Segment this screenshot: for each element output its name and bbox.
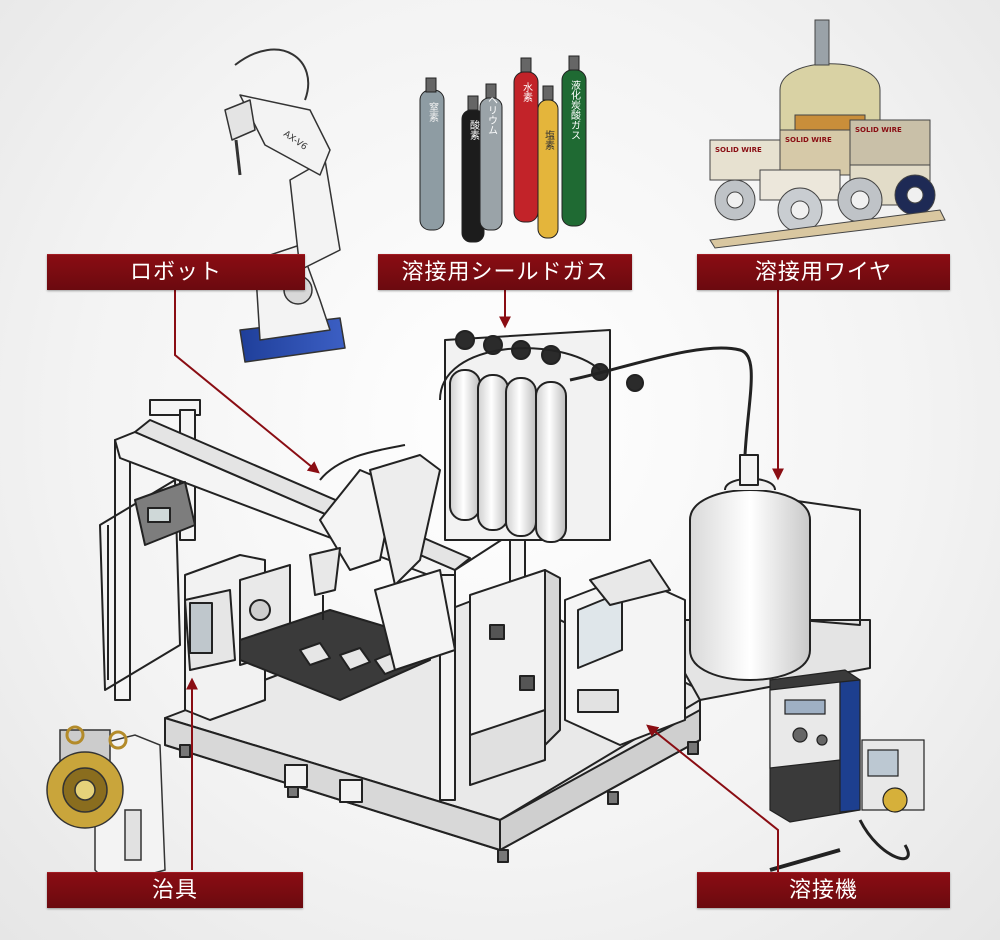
- label-welder-text: 溶接機: [788, 878, 858, 903]
- label-wire: 溶接用ワイヤ: [697, 254, 950, 290]
- gas-label-chlorine: 塩素: [543, 129, 555, 150]
- wire-drum: [654, 454, 871, 701]
- welding-machine-product: [769, 669, 925, 872]
- welding-wire-products: SOLID WIRE SOLID WIRE SOLID WIRE: [709, 19, 946, 249]
- arrow-robot: [174, 290, 320, 474]
- welding-cell: [99, 329, 871, 863]
- label-jig: 治具: [47, 872, 303, 908]
- label-shield-gas-text: 溶接用シールドガス: [401, 260, 609, 285]
- shield-gas-cylinders: 窒素 酸素 ヘリウム 水素 塩素 液化炭酸ガス: [419, 55, 587, 243]
- wire-box-text-2: SOLID WIRE: [785, 136, 832, 144]
- label-robot-text: ロボット: [129, 260, 222, 285]
- jig-positioner-product: [46, 725, 166, 886]
- wire-box-text-3: SOLID WIRE: [855, 126, 902, 134]
- label-robot: ロボット: [47, 254, 305, 290]
- gas-label-nitrogen: 窒素: [427, 101, 439, 122]
- callout-arrows: [174, 290, 784, 872]
- label-jig-text: 治具: [151, 878, 198, 903]
- work-table: [239, 609, 431, 701]
- cell-welder: [564, 559, 686, 746]
- label-wire-text: 溶接用ワイヤ: [754, 260, 893, 285]
- gas-label-hydrogen: 水素: [521, 82, 533, 102]
- label-shield-gas: 溶接用シールドガス: [378, 254, 632, 290]
- gas-label-helium: ヘリウム: [486, 95, 498, 135]
- wire-box-text-1: SOLID WIRE: [715, 146, 762, 154]
- robot-arm-product: AX-V6: [224, 48, 346, 363]
- arrow-welder: [646, 724, 779, 872]
- label-welder: 溶接機: [697, 872, 950, 908]
- gas-label-co2: 液化炭酸ガス: [569, 79, 581, 140]
- gas-cylinders-rack: [449, 369, 567, 543]
- gas-label-oxygen: 酸素: [468, 119, 480, 140]
